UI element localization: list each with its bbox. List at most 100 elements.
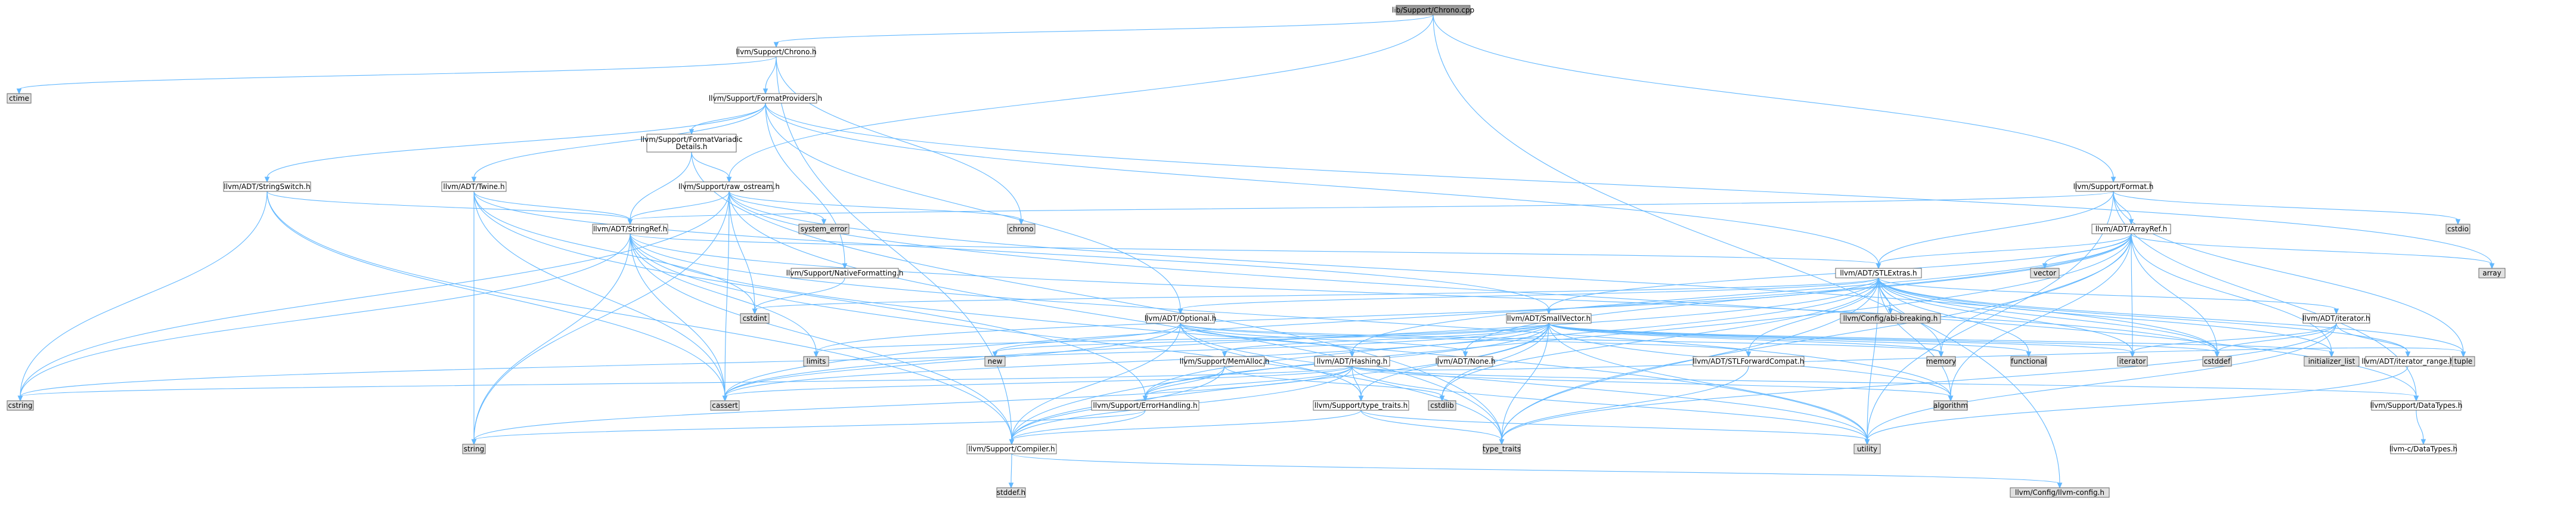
graph-node-label: memory [1926,357,1956,366]
graph-node-memalloc[interactable]: llvm/Support/MemAlloc.h [1180,356,1270,367]
graph-node-algorithm: algorithm [1933,400,1968,411]
graph-node-nativeformatting[interactable]: llvm/Support/NativeFormatting.h [786,268,904,278]
include-edge [2131,233,2495,270]
include-edge [1142,366,1225,402]
graph-node-label: system_error [801,225,848,233]
include-edge [1224,366,1445,402]
graph-node-ctime: ctime [7,93,32,104]
graph-node-label: cstdint [743,314,767,323]
include-edge [722,323,1181,402]
include-edge [1878,277,2339,315]
graph-node-label: llvm/Support/ErrorHandling.h [1093,401,1197,410]
include-edge [752,277,845,315]
include-edge [16,56,777,95]
graph-node-arrayref[interactable]: llvm/ADT/ArrayRef.h [2091,224,2171,234]
graph-node-c-datatypes[interactable]: llvm-c/DataTypes.h [2389,444,2457,454]
include-edge [17,191,730,402]
graph-node-stringref[interactable]: llvm/ADT/StringRef.h [592,224,668,234]
graph-node-hashing[interactable]: llvm/ADT/Hashing.h [1314,356,1390,367]
graph-node-label: llvm/ADT/iterator.h [2302,314,2370,323]
include-edge [729,191,1024,225]
graph-edges [16,14,2495,489]
include-edge [776,56,1024,225]
graph-node-support-chrono-h[interactable]: llvm/Support/Chrono.h [736,47,817,57]
graph-node-label: llvm/Support/type_traits.h [1315,401,1408,410]
graph-node-label: cstdlib [1430,401,1453,410]
graph-node-system-error: system_error [798,224,850,234]
graph-node-stlforwardcompat[interactable]: llvm/ADT/STLForwardCompat.h [1692,356,1805,367]
include-edge [2129,323,2337,358]
graph-node-none[interactable]: llvm/ADT/None.h [1435,356,1496,367]
graph-node-label: llvm/Support/Chrono.h [736,48,816,56]
graph-node-label: llvm-c/DataTypes.h [2389,445,2457,453]
include-edge [471,233,631,445]
graph-node-label: Details.h [675,143,707,151]
graph-node-label: llvm/ADT/SmallVector.h [1507,314,1591,323]
include-edge [17,191,268,402]
include-edge [722,277,1879,402]
include-edge [1351,366,1364,402]
include-edge [471,410,1146,445]
graph-node-type-traits-h[interactable]: llvm/Support/type_traits.h [1313,400,1409,411]
include-edge [1433,14,2116,183]
graph-node-raw-ostream[interactable]: llvm/Support/raw_ostream.h [678,181,780,192]
graph-node-cstddef: cstddef [2202,356,2232,367]
graph-node-label: type_traits [1483,445,1521,453]
graph-node-chrono-cpp[interactable]: lib/Support/Chrono.cpp [1392,5,1474,16]
graph-node-label: chrono [1009,225,1033,233]
include-edge [729,191,827,225]
graph-node-optional[interactable]: llvm/ADT/Optional.h [1145,313,1216,324]
graph-node-cstring: cstring [7,400,34,411]
include-edge [1876,233,2132,270]
graph-node-stlextras[interactable]: llvm/ADT/STLExtras.h [1835,268,1922,278]
graph-node-format-h[interactable]: llvm/Support/Format.h [2073,181,2154,192]
include-edge [1360,410,1870,445]
include-edge [2129,233,2135,358]
include-edge [1360,410,1505,445]
graph-node-label: initializer_list [2308,357,2355,366]
graph-node-type-traits: type_traits [1483,444,1521,454]
graph-node-formatproviders[interactable]: llvm/Support/FormatProviders.h [709,93,822,104]
include-edge [689,103,766,135]
graph-node-label: functional [2011,357,2047,366]
graph-node-iterator-h[interactable]: llvm/ADT/iterator.h [2302,313,2370,324]
graph-node-stringswitch[interactable]: llvm/ADT/StringSwitch.h [223,181,311,192]
graph-node-label: cassert [712,401,738,410]
graph-node-new: new [984,356,1006,367]
include-edge [1142,366,1353,402]
graph-node-smallvector[interactable]: llvm/ADT/SmallVector.h [1506,313,1592,324]
graph-node-label: cstdio [2447,225,2469,233]
include-edge [722,366,1353,402]
include-edge [1948,233,2132,402]
include-edge [2336,323,2411,358]
graph-node-chrono: chrono [1007,224,1036,234]
graph-node-label: string [464,445,484,453]
include-edge [1011,453,2063,489]
graph-node-iterator-range[interactable]: llvm/ADT/iterator_range.h [2361,356,2454,367]
graph-node-vector: vector [2030,268,2060,278]
graph-node-label: llvm/Support/Compiler.h [968,445,1055,453]
include-edge [630,233,1954,402]
graph-node-memory: memory [1926,356,1956,367]
graph-node-errorhandling[interactable]: llvm/Support/ErrorHandling.h [1091,400,1199,411]
include-edge [630,233,1015,445]
include-edge [630,233,819,358]
graph-node-label: llvm/Config/llvm-config.h [2015,488,2104,497]
include-edge [1009,233,2132,445]
graph-node-label: stddef.h [997,488,1025,497]
include-edge [691,151,732,183]
graph-node-abi-breaking: llvm/Config/abi-breaking.h [1840,313,1941,324]
graph-node-label: llvm/Support/DataTypes.h [2370,401,2463,410]
include-edge [2113,191,2461,225]
graph-node-twine[interactable]: llvm/ADT/Twine.h [441,181,507,192]
graph-node-cstdio: cstdio [2445,224,2470,234]
graph-node-compiler[interactable]: llvm/Support/Compiler.h [966,444,1057,454]
graph-node-datatypes-h[interactable]: llvm/Support/DataTypes.h [2370,400,2463,411]
graph-node-label: llvm/ADT/Hashing.h [1317,357,1388,366]
graph-node-cstdlib: cstdlib [1428,400,1456,411]
graph-node-label: llvm/ADT/STLForwardCompat.h [1693,357,1805,366]
include-edge [1433,14,2063,489]
include-edge [765,103,2495,270]
